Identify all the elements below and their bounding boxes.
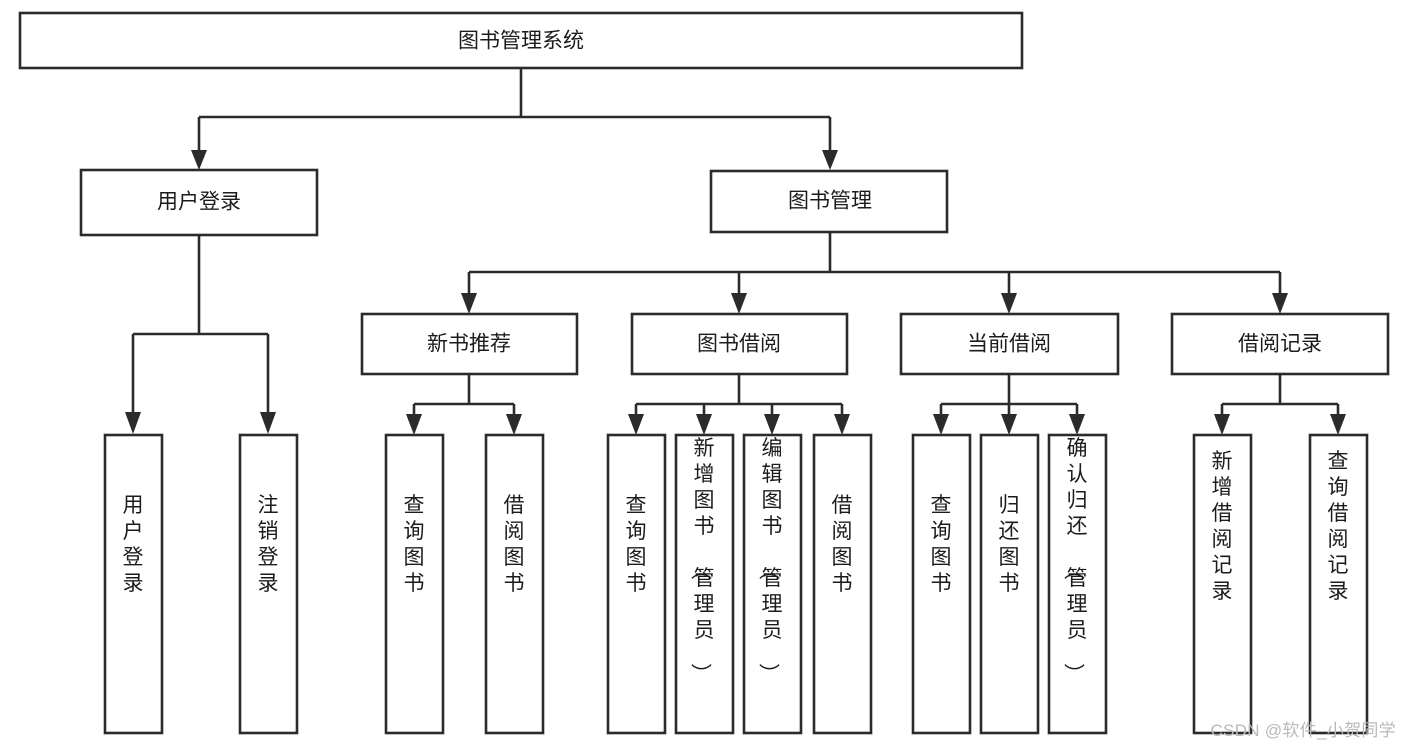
node-current-label: 当前借阅 <box>967 333 1051 356</box>
arrow-head-records <box>1272 293 1288 314</box>
node-leaf11-label: 确认归还（管理员） <box>1062 437 1088 684</box>
node-bookmgmt-box[interactable] <box>709 169 949 234</box>
arrow-head-leaf10 <box>1001 414 1017 435</box>
arrow-head-leaf3 <box>406 414 422 435</box>
arrow-head-borrow <box>731 293 747 314</box>
arrow-head-leaf4 <box>506 414 522 435</box>
connector-layer <box>125 68 1346 435</box>
node-leaf3-label: 查询图书 <box>404 494 425 595</box>
node-root-box[interactable] <box>18 11 1024 70</box>
node-leaf1-box[interactable] <box>103 433 164 735</box>
arrow-head-leaf2 <box>260 412 276 434</box>
node-leaf8[interactable]: 借阅图书 <box>812 433 873 735</box>
node-login-label: 用户登录 <box>157 191 241 214</box>
arrow-head-leaf1 <box>125 412 141 434</box>
node-borrow-label: 图书借阅 <box>697 333 781 356</box>
node-leaf12-label: 新增借阅记录 <box>1212 450 1233 603</box>
arrow-head-login <box>191 150 207 170</box>
node-leaf2-box[interactable] <box>238 433 299 735</box>
node-leaf4-box[interactable] <box>484 433 545 735</box>
node-leaf6-box[interactable] <box>674 433 735 735</box>
node-borrow[interactable]: 图书借阅 <box>630 312 849 376</box>
arrow-head-leaf8 <box>834 414 850 435</box>
node-leaf5[interactable]: 查询图书 <box>606 433 667 735</box>
node-login[interactable]: 用户登录 <box>79 168 319 237</box>
node-leaf8-label: 借阅图书 <box>832 494 853 595</box>
node-newbook-label: 新书推荐 <box>427 333 511 356</box>
node-leaf7-label: 编辑图书（管理员） <box>757 437 783 684</box>
node-leaf10-box[interactable] <box>979 433 1040 735</box>
node-leaf4-label: 借阅图书 <box>504 494 525 595</box>
node-leaf7-box[interactable] <box>742 433 803 735</box>
node-leaf7[interactable]: 编辑图书（管理员） <box>742 433 803 735</box>
node-records-box[interactable] <box>1170 312 1390 376</box>
node-leaf5-label: 查询图书 <box>626 494 647 595</box>
node-leaf6[interactable]: 新增图书（管理员） <box>674 433 735 735</box>
node-leaf2-label: 注销登录 <box>258 494 279 595</box>
node-leaf13-box[interactable] <box>1308 433 1369 735</box>
node-leaf13-label: 查询借阅记录 <box>1328 450 1349 603</box>
node-leaf1[interactable]: 用户登录 <box>103 433 164 735</box>
node-leaf2[interactable]: 注销登录 <box>238 433 299 735</box>
node-leaf9-label: 查询图书 <box>931 494 952 595</box>
arrow-head-bookmgmt <box>822 150 838 170</box>
node-newbook[interactable]: 新书推荐 <box>360 312 579 376</box>
arrow-head-leaf13 <box>1330 414 1346 435</box>
arrow-head-leaf6 <box>696 414 712 435</box>
node-leaf9-box[interactable] <box>911 433 972 735</box>
node-leaf10-label: 归还图书 <box>999 494 1020 595</box>
arrow-head-leaf9 <box>933 414 949 435</box>
node-root[interactable]: 图书管理系统 <box>18 11 1024 70</box>
arrow-head-leaf7 <box>764 414 780 435</box>
node-leaf9[interactable]: 查询图书 <box>911 433 972 735</box>
node-records-label: 借阅记录 <box>1238 333 1322 356</box>
node-leaf11[interactable]: 确认归还（管理员） <box>1047 433 1108 735</box>
node-bookmgmt-label: 图书管理 <box>788 190 872 213</box>
node-borrow-box[interactable] <box>630 312 849 376</box>
node-leaf3-box[interactable] <box>384 433 445 735</box>
node-leaf5-box[interactable] <box>606 433 667 735</box>
node-leaf11-box[interactable] <box>1047 433 1108 735</box>
node-leaf1-label: 用户登录 <box>123 494 144 595</box>
node-newbook-box[interactable] <box>360 312 579 376</box>
arrow-head-leaf5 <box>628 414 644 435</box>
arrow-head-leaf11 <box>1069 414 1085 435</box>
node-current[interactable]: 当前借阅 <box>899 312 1120 376</box>
node-leaf13[interactable]: 查询借阅记录 <box>1308 433 1369 735</box>
node-root-label: 图书管理系统 <box>458 30 584 53</box>
leaf-node-group: 用户登录 注销登录 查询图书 借阅图书 查询图书 新增图书（管理员） <box>103 433 1369 735</box>
node-leaf12-box[interactable] <box>1192 433 1253 735</box>
arrow-head-current <box>1001 293 1017 314</box>
node-leaf10[interactable]: 归还图书 <box>979 433 1040 735</box>
csdn-watermark: CSDN @软件_小贺同学 <box>1210 721 1396 740</box>
node-leaf3[interactable]: 查询图书 <box>384 433 445 735</box>
node-leaf6-label: 新增图书（管理员） <box>689 437 715 684</box>
node-leaf12[interactable]: 新增借阅记录 <box>1192 433 1253 735</box>
node-leaf8-box[interactable] <box>812 433 873 735</box>
node-current-box[interactable] <box>899 312 1120 376</box>
arrow-head-newbook <box>461 293 477 314</box>
node-bookmgmt[interactable]: 图书管理 <box>709 169 949 234</box>
node-login-box[interactable] <box>79 168 319 237</box>
node-records[interactable]: 借阅记录 <box>1170 312 1390 376</box>
node-leaf4[interactable]: 借阅图书 <box>484 433 545 735</box>
arrow-head-leaf12 <box>1214 414 1230 435</box>
